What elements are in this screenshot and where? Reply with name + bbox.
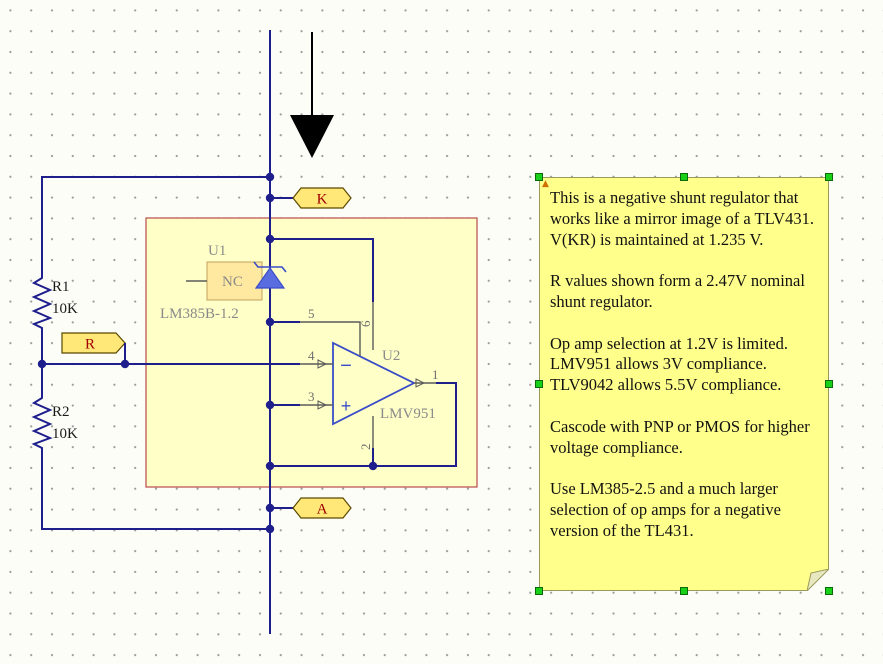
u2-pin3: 3: [308, 389, 315, 404]
u1-reference-diode[interactable]: NC U1 LM385B-1.2: [160, 243, 287, 322]
resize-handle-bottom-left[interactable]: [535, 587, 543, 595]
opamp-triangle-icon: [332, 341, 417, 426]
r2-value: 10K: [52, 426, 78, 442]
noninverting-sign: +: [341, 396, 352, 416]
netflag-a-label: A: [317, 502, 328, 518]
resistor-r2[interactable]: R2 10K: [31, 390, 78, 452]
junctions: [37, 172, 378, 534]
u1-ref: U1: [208, 243, 226, 259]
page-fold-icon: [807, 569, 829, 591]
anchor-icon: ▲: [542, 179, 549, 189]
resize-handle-top-right[interactable]: [825, 173, 833, 181]
resize-handle-bottom[interactable]: [680, 587, 688, 595]
netflag-k[interactable]: K: [292, 187, 352, 209]
netflag-k-label: K: [317, 192, 328, 208]
u2-pin2: 2: [358, 444, 373, 451]
netflag-a[interactable]: A: [292, 497, 352, 519]
netflag-r[interactable]: R: [61, 332, 126, 364]
zener-bar-icon: [253, 261, 287, 273]
resistor-r1[interactable]: R1 10K: [31, 272, 78, 333]
sticky-note[interactable]: ▲ This is a negative shunt regulator tha…: [539, 177, 829, 591]
zener-triangle-icon: [254, 266, 286, 289]
r1-value: 10K: [52, 301, 78, 317]
inverting-sign: −: [340, 355, 352, 377]
u1-part: LM385B-1.2: [160, 306, 239, 322]
subcircuit-box[interactable]: [145, 217, 478, 488]
note-text: This is a negative shunt regulator that …: [550, 188, 814, 540]
u2-pin1: 1: [432, 367, 439, 382]
r1-ref: R1: [52, 279, 70, 295]
resize-handle-top[interactable]: [680, 173, 688, 181]
r2-ref: R2: [52, 404, 70, 420]
u2-ref: U2: [382, 348, 400, 364]
resize-handle-left[interactable]: [535, 380, 543, 388]
u2-opamp[interactable]: − + 5 4 3 1 6 2 U2 LMV951: [300, 302, 439, 450]
resize-handle-bottom-right[interactable]: [825, 587, 833, 595]
u2-pin6: 6: [358, 320, 373, 327]
netflag-r-label: R: [85, 337, 95, 353]
u1-nc-label: NC: [222, 274, 243, 290]
u2-part: LMV951: [380, 406, 436, 422]
u2-pin4: 4: [308, 348, 315, 363]
resize-handle-right[interactable]: [825, 380, 833, 388]
resize-handle-top-left[interactable]: [535, 173, 543, 181]
u2-pin5: 5: [308, 306, 315, 321]
current-arrow-icon: [290, 32, 334, 158]
